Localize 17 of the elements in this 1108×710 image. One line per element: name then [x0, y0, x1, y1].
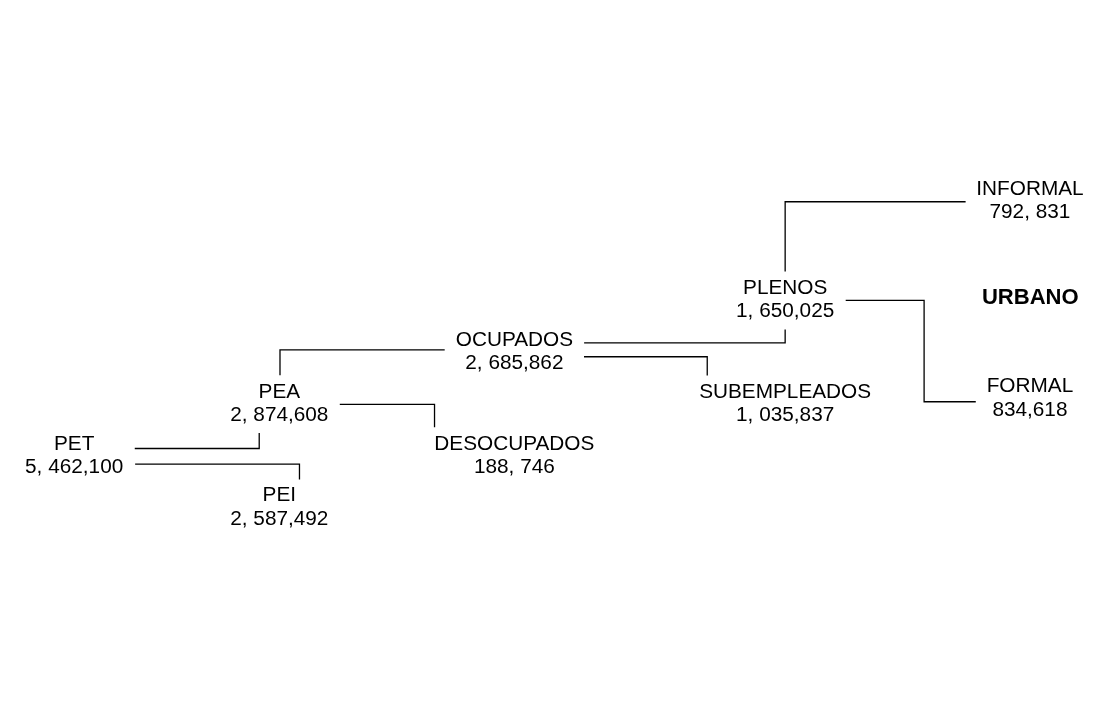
node-text: PEI 2, 587,492 — [230, 482, 329, 529]
connector — [845, 299, 977, 403]
connector — [339, 403, 436, 428]
node-text: OCUPADOS 2, 685,862 — [455, 326, 574, 374]
connector — [583, 356, 708, 377]
label: URBANO — [981, 284, 1079, 310]
connector — [134, 463, 301, 481]
connector — [279, 349, 446, 376]
node-text: INFORMAL 792, 831 — [976, 176, 1084, 223]
node-text: SUBEMPLEADOS 1, 035,837 — [699, 378, 872, 425]
node-text: PEA 2, 874,608 — [230, 378, 329, 425]
connector — [134, 432, 260, 450]
node-text: PLENOS 1, 650,025 — [736, 274, 835, 322]
node-text: FORMAL 834,618 — [986, 373, 1074, 420]
node-text: PET 5, 462,100 — [25, 430, 124, 477]
connector — [784, 201, 967, 273]
node-text: DESOCUPADOS 188, 746 — [434, 430, 595, 477]
